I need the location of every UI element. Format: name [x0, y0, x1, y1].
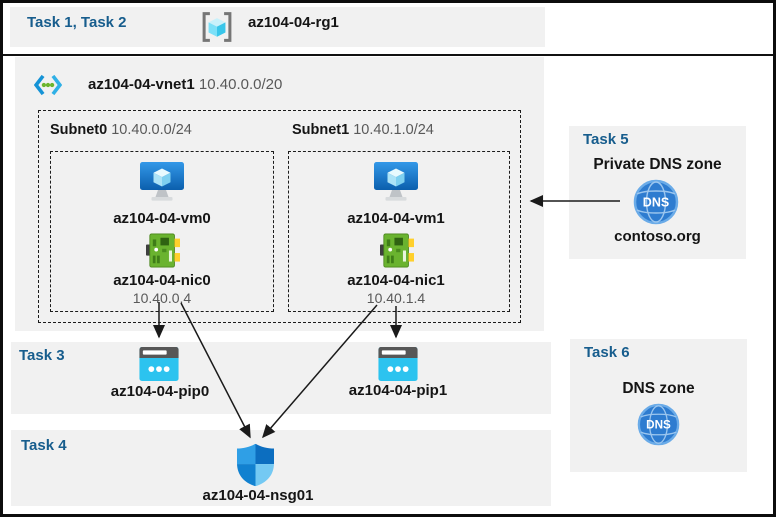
dns-zone-title: DNS zone [622, 380, 695, 397]
nic0-icon [146, 232, 180, 269]
vnet-box [15, 57, 544, 331]
vnet-name: az104-04-vnet1 [88, 76, 195, 93]
subnet0-box [50, 151, 274, 312]
subnet1-cidr: 10.40.1.0/24 [353, 122, 434, 138]
resource-group-band: Task 1, Task 2 az104-04-rg1 [10, 7, 545, 47]
task6-card: Task 6 DNS zone DNS [570, 339, 747, 472]
public-dns-icon: DNS [637, 403, 680, 446]
private-dns-zone-title: Private DNS zone [593, 156, 722, 173]
nic1-ip: 10.40.1.4 [366, 290, 426, 306]
dns-badge-text-private: DNS [643, 196, 669, 210]
vm0-icon [139, 159, 185, 205]
vm1-icon [373, 159, 419, 205]
task3-band [11, 342, 551, 414]
task5-card: Task 5 Private DNS zone DNS contoso.org [569, 126, 746, 259]
public-ip1-icon [378, 347, 418, 381]
nic1-name: az104-04-nic1 [347, 272, 445, 289]
vnet-cidr: 10.40.0.0/20 [198, 76, 283, 93]
subnet0-cidr: 10.40.0.0/24 [111, 122, 192, 138]
task3-label: Task 3 [19, 347, 65, 364]
nic1-icon [380, 232, 414, 269]
vnet-title: az104-04-vnet1 10.40.0.0/20 [88, 76, 282, 93]
resource-group-name: az104-04-rg1 [248, 14, 339, 31]
task4-label: Task 4 [21, 437, 67, 454]
subnet1-name: Subnet1 [292, 122, 350, 138]
header-divider [0, 54, 776, 56]
subnet0-label: Subnet0 10.40.0.0/24 [50, 122, 192, 138]
resource-group-icon [201, 9, 233, 45]
public-ip0-icon [139, 347, 179, 381]
pip0-name: az104-04-pip0 [110, 383, 210, 400]
pip1-name: az104-04-pip1 [348, 382, 448, 399]
subnet0-name: Subnet0 [50, 122, 108, 138]
task-1-2-label: Task 1, Task 2 [27, 14, 127, 31]
nsg-shield-icon [237, 443, 274, 487]
vm0-name: az104-04-vm0 [113, 210, 211, 227]
subnet1-label: Subnet1 10.40.1.0/24 [292, 122, 434, 138]
vm1-name: az104-04-vm1 [347, 210, 445, 227]
dns-zone-name: contoso.org [614, 228, 701, 245]
private-dns-icon: DNS [633, 179, 679, 225]
task4-band [11, 430, 551, 506]
virtual-network-icon [34, 71, 62, 99]
task5-label: Task 5 [583, 131, 629, 148]
nic0-ip: 10.40.0.4 [132, 290, 192, 306]
subnet1-box [288, 151, 510, 312]
nic0-name: az104-04-nic0 [113, 272, 211, 289]
nsg-name: az104-04-nsg01 [202, 487, 314, 504]
task6-label: Task 6 [584, 344, 630, 361]
dns-badge-text-public: DNS [646, 419, 671, 432]
